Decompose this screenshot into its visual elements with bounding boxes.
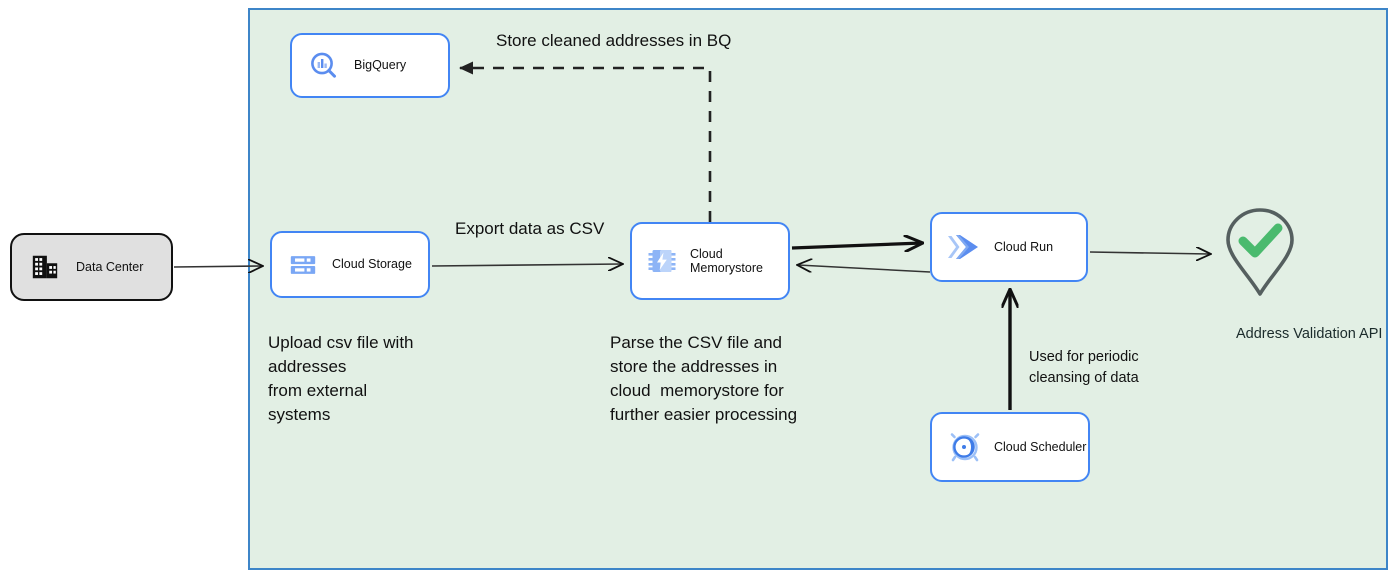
google-cloud-boundary-panel	[248, 8, 1388, 570]
cloud-scheduler-icon	[948, 430, 982, 464]
label-export-data-as-csv: Export data as CSV	[455, 219, 605, 238]
annotation-upload-csv: Upload csv file with addresses from exte…	[268, 333, 414, 425]
cloud-storage-icon	[288, 250, 318, 280]
node-label: Cloud Storage	[332, 257, 412, 272]
node-label: BigQuery	[354, 58, 407, 73]
node-data-center[interactable]: Data Center	[10, 233, 173, 301]
bigquery-icon	[308, 50, 340, 82]
node-label: Cloud Memorystore	[690, 246, 763, 275]
node-label: Cloud Run	[994, 239, 1054, 254]
node-cloud-run[interactable]: Cloud Run	[930, 212, 1088, 282]
cloud-memorystore-icon	[646, 245, 678, 277]
label-store-cleaned-addresses: Store cleaned addresses in BQ	[496, 31, 732, 50]
annotation-parse-csv: Parse the CSV file and store the address…	[610, 333, 798, 425]
node-cloud-scheduler[interactable]: Cloud Scheduler	[930, 412, 1090, 482]
node-label: Data Center	[76, 259, 144, 274]
api-caption: Address Validation API	[1236, 326, 1383, 342]
data-center-icon	[30, 252, 60, 282]
node-address-validation-api[interactable]	[1218, 206, 1302, 298]
node-bigquery[interactable]: BigQuery	[290, 33, 450, 98]
node-label: Cloud Scheduler	[994, 439, 1087, 454]
label-periodic-cleansing: Used for periodic cleansing of data	[1029, 349, 1139, 386]
cloud-run-icon	[944, 230, 984, 264]
node-cloud-memorystore[interactable]: Cloud Memorystore	[630, 222, 790, 300]
node-cloud-storage[interactable]: Cloud Storage	[270, 231, 430, 298]
map-pin-check-icon	[1226, 208, 1294, 296]
